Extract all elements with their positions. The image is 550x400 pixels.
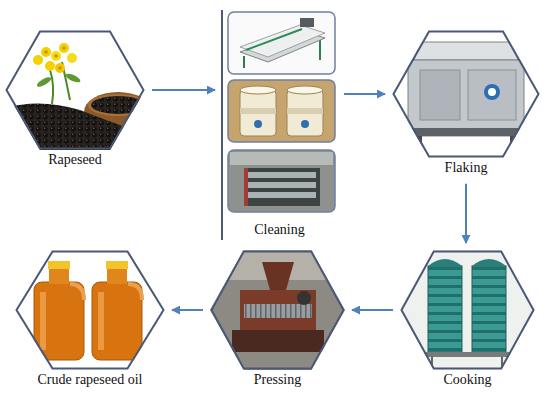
step-label: Rapeseed <box>48 150 102 169</box>
shape-area <box>5 30 145 150</box>
step-label: Crude rapeseed oil <box>38 370 143 389</box>
flow-arrow <box>465 184 467 243</box>
screen-machine-picture <box>228 12 335 74</box>
flow-arrow <box>352 309 393 311</box>
shape-area <box>400 250 535 370</box>
flow-arrow <box>152 89 215 91</box>
hexagon-outline <box>7 32 144 149</box>
process-node: Cooking <box>400 250 535 389</box>
hexagon-frame <box>15 250 165 370</box>
step-label: Cooking <box>443 370 491 389</box>
hexagon-frame <box>5 30 145 150</box>
hexagon-outline <box>402 252 534 369</box>
process-node: Cleaning <box>222 8 337 239</box>
material-node: Rapeseed <box>5 30 145 169</box>
divider-line <box>221 10 223 240</box>
process-node: Flaking <box>392 30 540 177</box>
flow-arrow <box>344 93 385 95</box>
product-node: Crude rapeseed oil <box>15 250 165 389</box>
cylinder-machine-picture <box>228 80 335 142</box>
hexagon-frame <box>400 250 535 370</box>
shape-area <box>222 8 337 220</box>
oil-bottles-picture <box>15 250 165 370</box>
hexagon-outline <box>17 252 164 369</box>
step-label: Pressing <box>254 370 301 389</box>
flaking-machine-picture <box>392 30 540 158</box>
shape-area <box>210 250 345 370</box>
hexagon-outline <box>212 252 344 369</box>
cooker-picture <box>400 250 535 370</box>
rapeseed-picture <box>5 30 152 150</box>
hexagon-outline <box>394 32 539 157</box>
flow-arrow <box>172 309 203 311</box>
separator-machine-picture <box>228 150 335 212</box>
step-label: Cleaning <box>254 220 305 239</box>
process-node: Pressing <box>210 250 345 389</box>
step-label: Flaking <box>445 158 488 177</box>
hexagon-frame <box>392 30 540 158</box>
press-picture <box>210 250 345 370</box>
shape-area <box>15 250 165 370</box>
hexagon-frame <box>210 250 345 370</box>
shape-area <box>392 30 540 158</box>
